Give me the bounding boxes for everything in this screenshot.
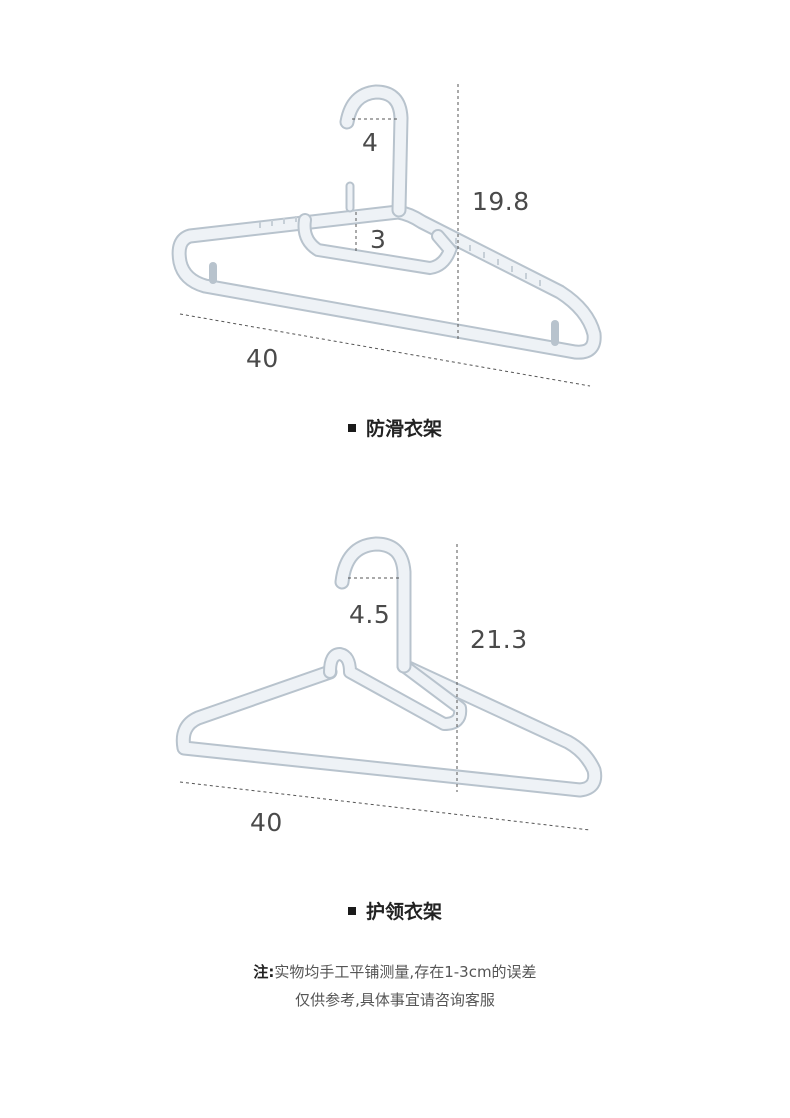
bullet-square-icon — [347, 423, 356, 432]
anti-slip-hanger-caption: 防滑衣架 — [0, 414, 790, 441]
measurement-note: 注:实物均手工平铺测量,存在1-3cm的误差 仅供参考,具体事宜请咨询客服 — [0, 958, 790, 1014]
caption-text: 护领衣架 — [365, 901, 442, 923]
collar-depth-label: 3 — [370, 225, 387, 254]
collar-hanger-caption: 护领衣架 — [0, 897, 790, 924]
caption-text: 防滑衣架 — [365, 418, 442, 440]
anti-slip-hanger-panel: 4 3 19.8 40 — [0, 0, 790, 460]
height-label: 21.3 — [470, 625, 528, 654]
anti-slip-hanger-icon — [171, 84, 602, 387]
note-line-1-text: 实物均手工平铺测量,存在1-3cm的误差 — [274, 963, 537, 981]
collar-protect-hanger-icon — [175, 536, 603, 831]
height-label: 19.8 — [472, 187, 530, 216]
width-label: 40 — [250, 808, 283, 837]
note-line-2: 仅供参考,具体事宜请咨询客服 — [295, 991, 495, 1009]
bullet-square-icon — [347, 906, 356, 915]
note-lead: 注: — [253, 963, 275, 981]
width-label: 40 — [246, 344, 279, 373]
hook-width-label: 4 — [362, 128, 379, 157]
hook-width-label: 4.5 — [349, 600, 391, 629]
note-line-1: 注:实物均手工平铺测量,存在1-3cm的误差 — [0, 958, 790, 986]
collar-hanger-panel: 4.5 21.3 40 — [0, 520, 790, 860]
